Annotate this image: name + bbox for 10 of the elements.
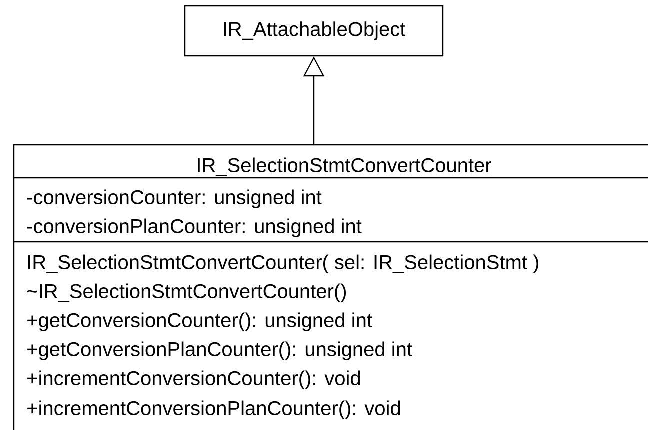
member-text: +getConversionPlanCounter(): unsigned int	[28, 342, 412, 360]
member-text: +getConversionCounter(): unsigned int	[28, 312, 372, 332]
member-text: +incrementConversionPlanCounter(): void	[28, 400, 400, 420]
member-text: -conversionCounter: unsigned int	[28, 190, 322, 208]
member-text: -conversionPlanCounter: unsigned int	[28, 218, 362, 238]
member-text: ~IR_SelectionStmtConvertCounter()	[28, 284, 346, 302]
member-text: IR_SelectionStmtConvertCounter( sel: IR_SelectionStmt )	[28, 254, 538, 274]
class-box: IR_AttachableObject	[184, 5, 444, 57]
member-text: +incrementConversionCounter(): void	[28, 370, 360, 390]
class-name: IR_SelectionStmtConvertCounter	[198, 158, 492, 176]
